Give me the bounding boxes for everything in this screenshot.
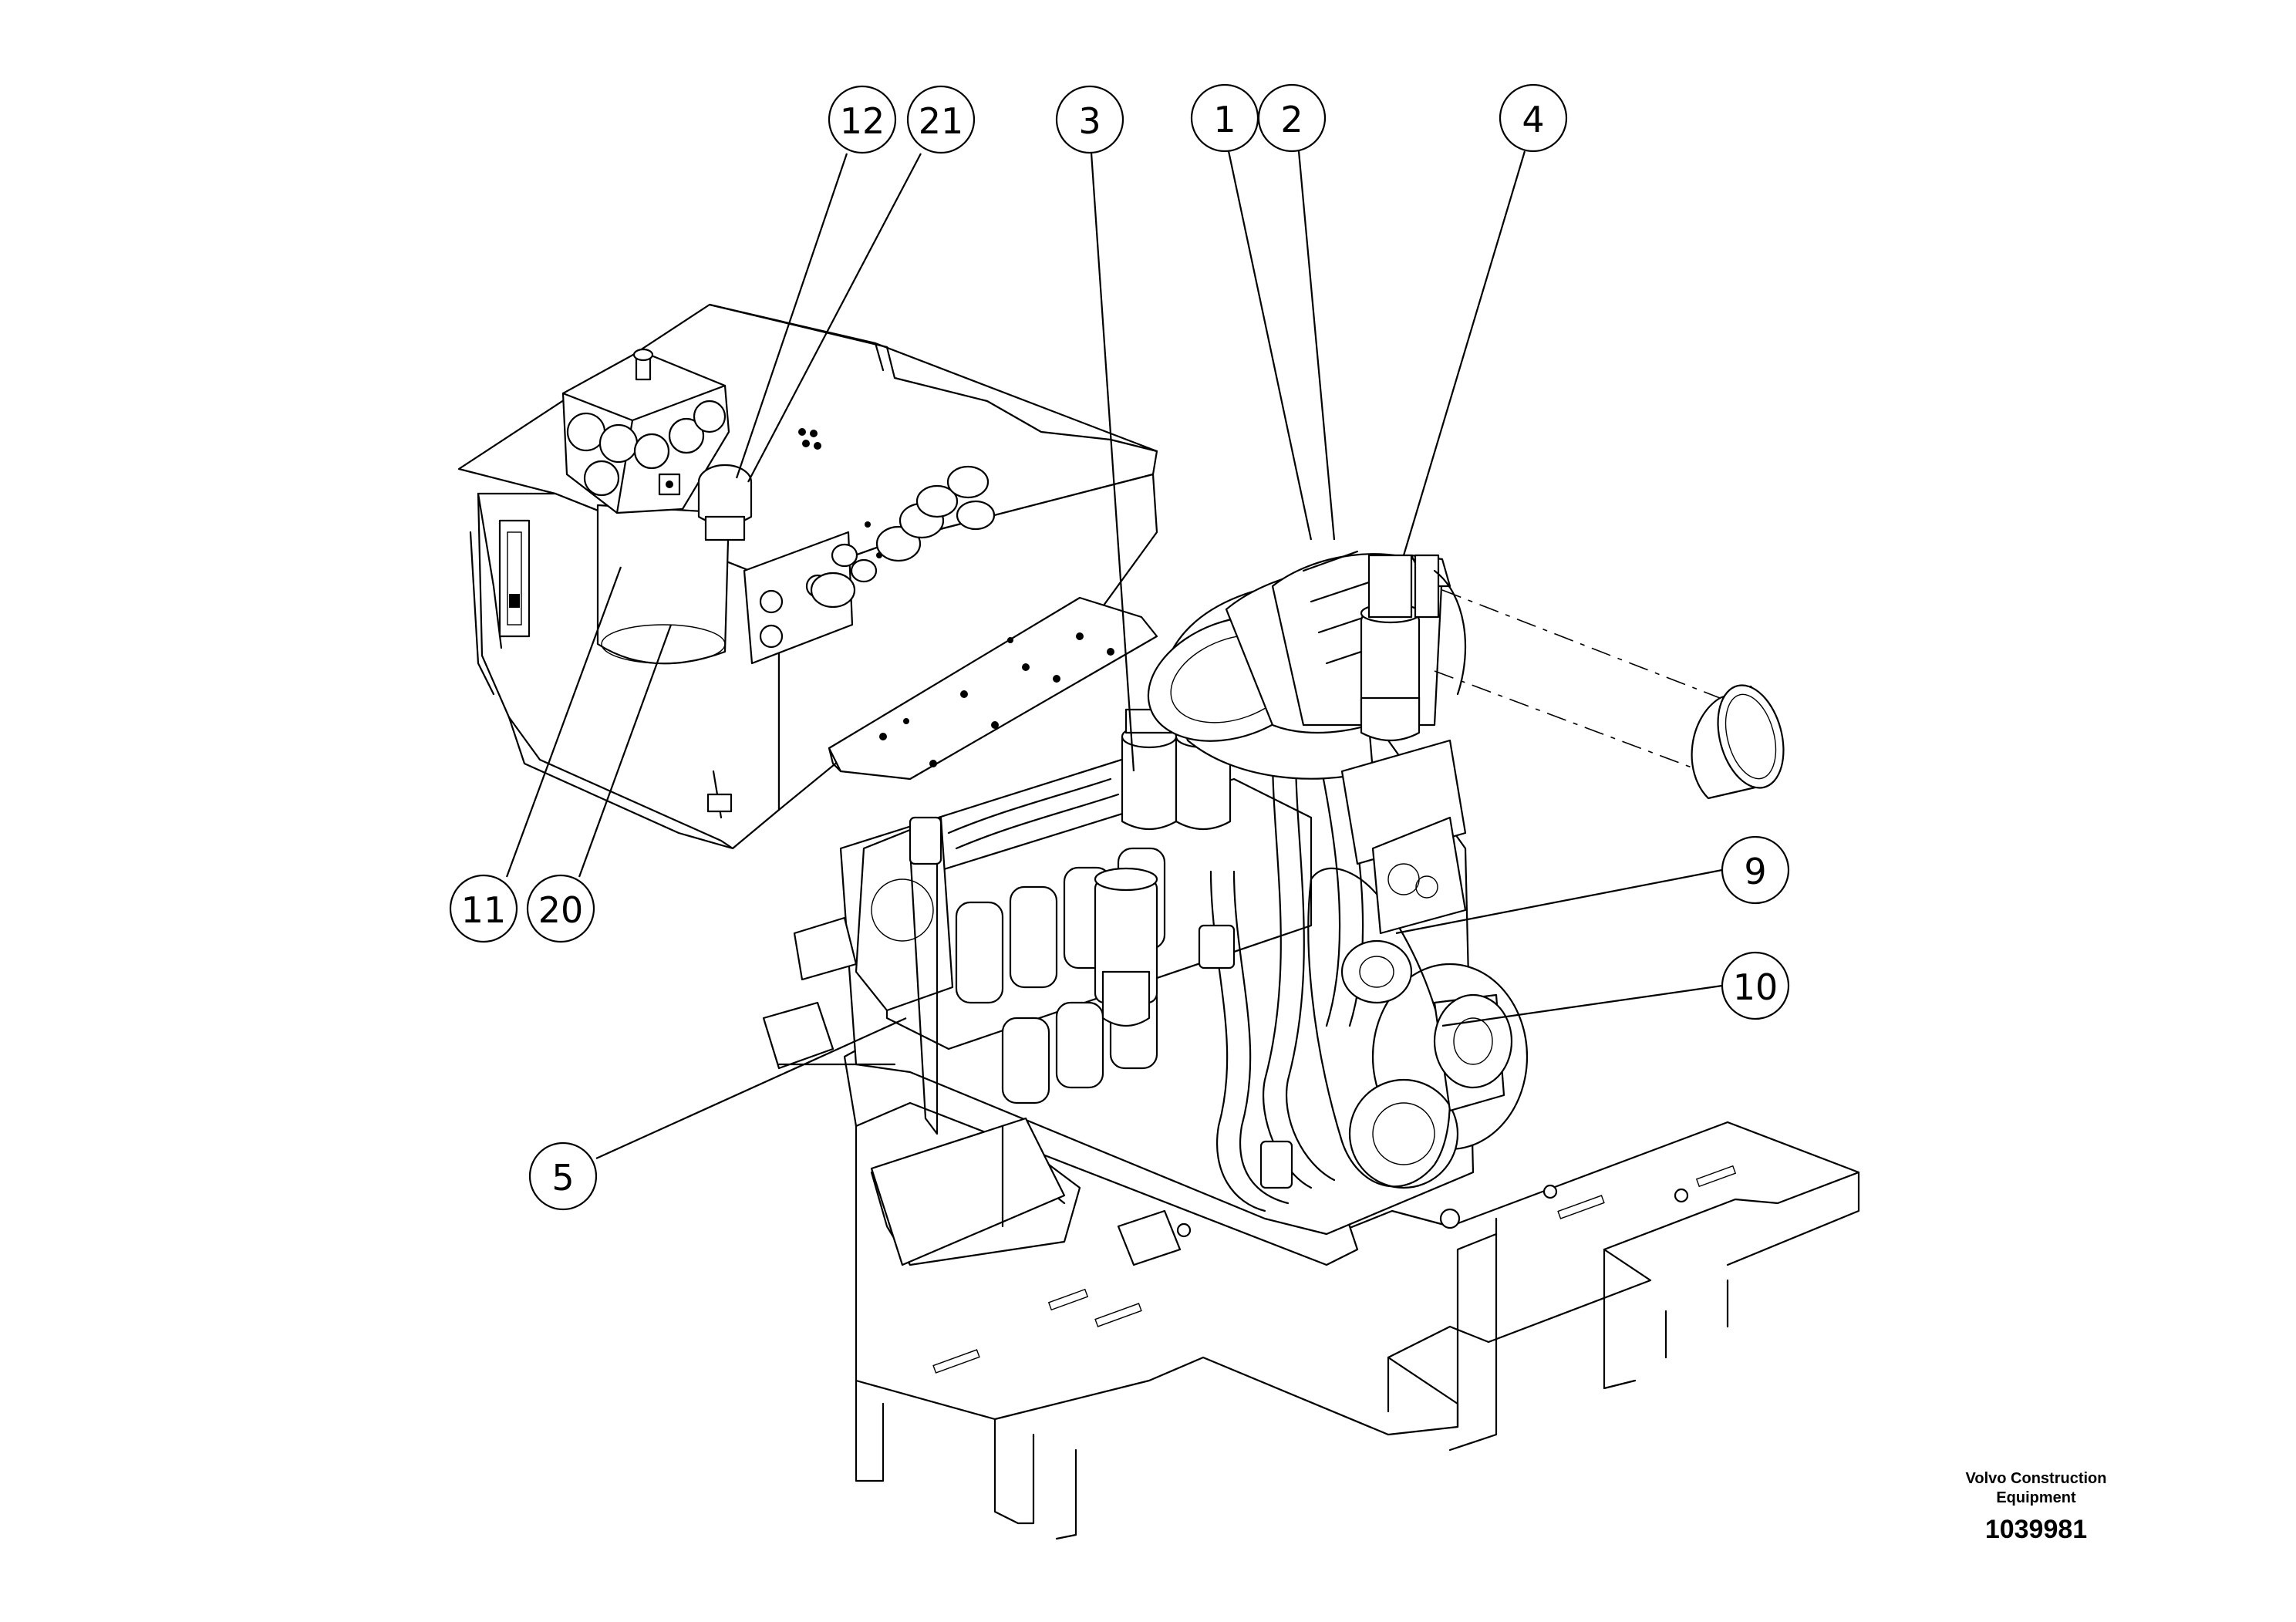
callout-20-label: 20 [538, 889, 584, 931]
return-filter [561, 348, 753, 665]
callout-21-label: 21 [919, 100, 964, 142]
callout-1-label: 1 [1213, 99, 1236, 140]
callout-5: 5 [528, 1141, 598, 1211]
callout-11-label: 11 [461, 889, 507, 931]
air-intake-tube [1434, 589, 1785, 800]
callout-2: 2 [1257, 83, 1327, 153]
callout-4: 4 [1499, 83, 1568, 153]
callout-3-label: 3 [1078, 100, 1101, 142]
callout-9: 9 [1721, 835, 1790, 905]
callout-21: 21 [906, 85, 976, 154]
callout-10-label: 10 [1733, 966, 1778, 1008]
callout-12: 12 [828, 85, 897, 154]
callout-4-label: 4 [1522, 99, 1544, 140]
callout-2-label: 2 [1280, 99, 1303, 140]
leader-lines [505, 150, 1723, 1160]
callout-9-label: 9 [1744, 851, 1766, 892]
callout-5-label: 5 [551, 1157, 574, 1199]
callout-10: 10 [1721, 951, 1790, 1020]
hydraulic-tank [457, 303, 1158, 850]
company-name-line2: Equipment [1996, 1489, 2076, 1506]
document-number: 1039981 [1984, 1515, 2088, 1544]
callout-11: 11 [449, 874, 518, 943]
callout-3: 3 [1055, 85, 1124, 154]
callout-12-label: 12 [840, 100, 885, 142]
callout-1: 1 [1190, 83, 1259, 153]
engine [762, 550, 1529, 1266]
company-name-line1: Volvo Construction [1965, 1470, 2107, 1487]
callout-20: 20 [526, 874, 595, 943]
footer-block: Volvo Construction Equipment 1039981 [1905, 1469, 2167, 1546]
